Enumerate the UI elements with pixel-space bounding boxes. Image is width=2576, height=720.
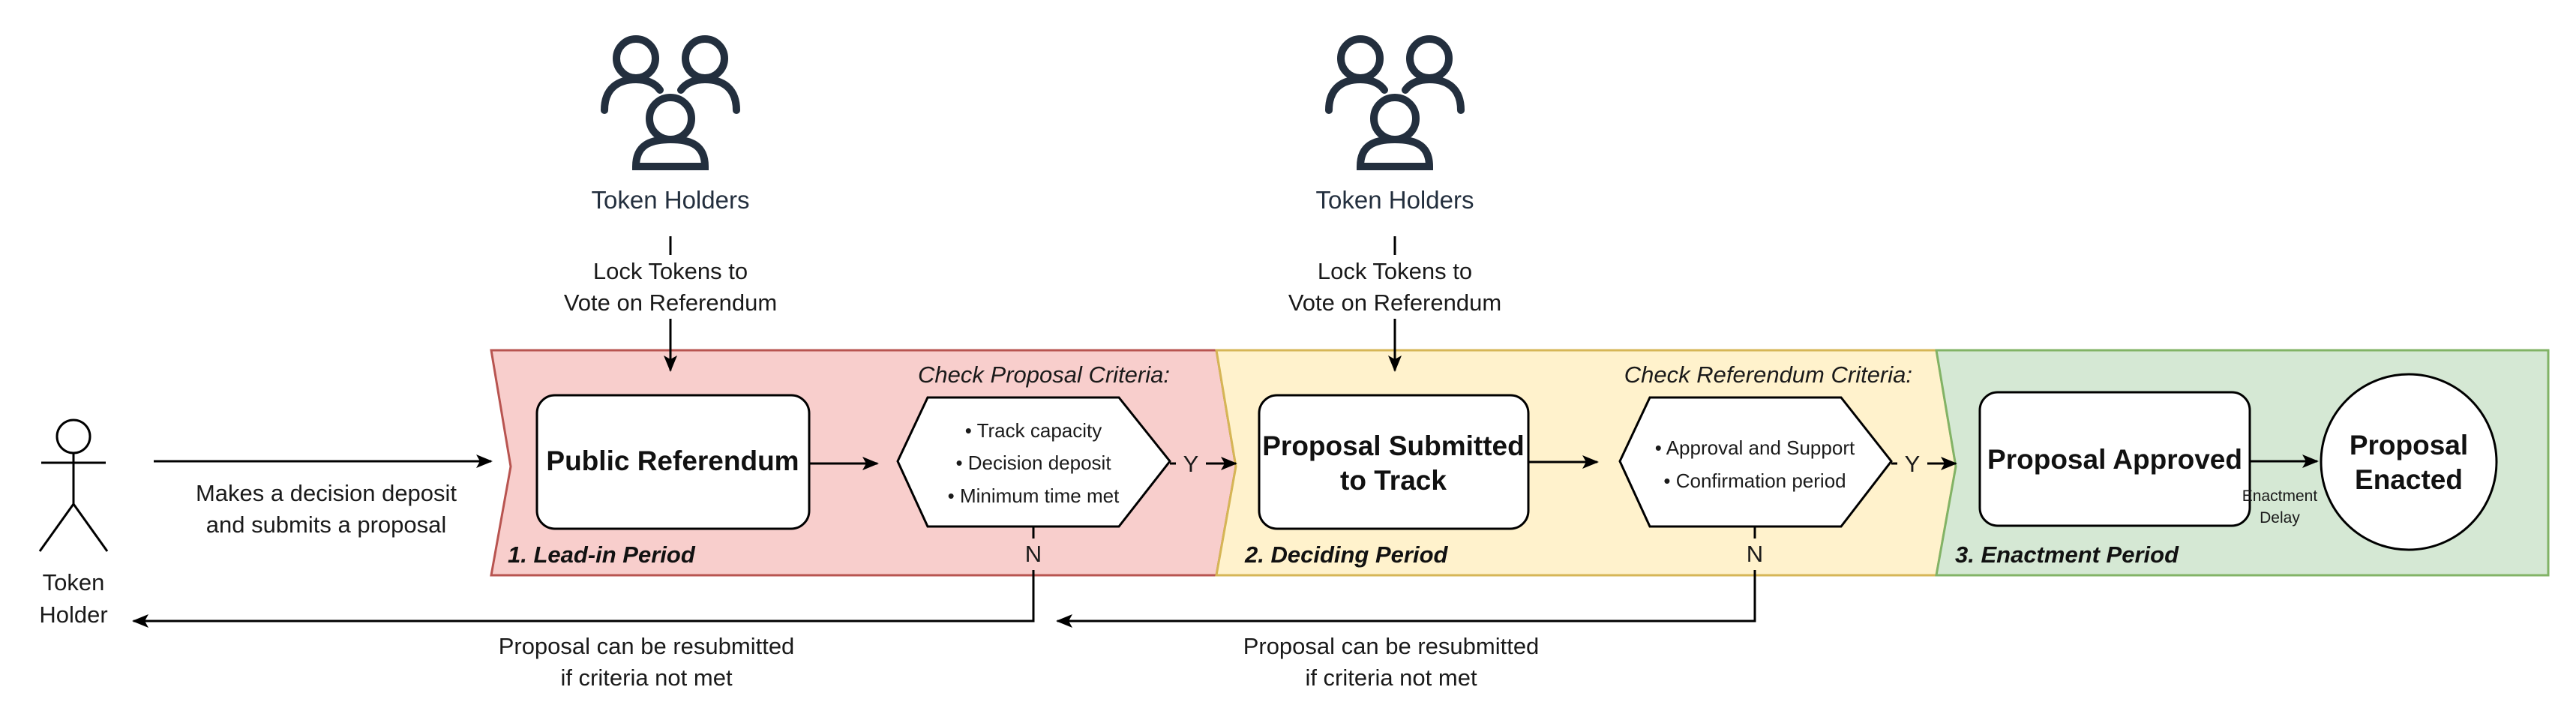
proposal-criteria-item-1: • Track capacity — [965, 419, 1102, 442]
actor-label-line1: Token — [43, 569, 105, 596]
resubmit-note-2-line2: if criteria not met — [1305, 664, 1477, 691]
no-branch-2-label: N — [1747, 541, 1763, 567]
token-holders-label-1: Token Holders — [592, 186, 750, 214]
proposal-enacted-circle: Proposal Enacted — [2320, 373, 2498, 551]
token-holders-label-2: Token Holders — [1316, 186, 1474, 214]
proposal-submitted-line2: to Track — [1340, 465, 1447, 496]
lock-tokens-2-line1: Lock Tokens to — [1318, 258, 1472, 284]
submit-note-line1: Makes a decision deposit — [196, 480, 457, 506]
proposal-criteria-item-2: • Decision deposit — [955, 452, 1111, 474]
referendum-criteria-item-1: • Approval and Support — [1655, 436, 1855, 459]
enactment-delay-line2: Delay — [2260, 509, 2300, 526]
users-group-icon — [601, 35, 740, 170]
resubmit-note-2-line1: Proposal can be resubmitted — [1243, 633, 1540, 659]
phase-enactment-label: 3. Enactment Period — [1955, 542, 2179, 568]
resubmit-note-1-line1: Proposal can be resubmitted — [499, 633, 795, 659]
phase-deciding-label: 2. Deciding Period — [1244, 542, 1449, 568]
lock-tokens-1-line1: Lock Tokens to — [593, 258, 748, 284]
submit-note-line2: and submits a proposal — [206, 512, 447, 538]
proposal-criteria-title: Check Proposal Criteria: — [918, 362, 1170, 388]
no-branch-1-arrow — [132, 570, 1035, 628]
lock-tokens-2-line2: Vote on Referendum — [1288, 290, 1501, 316]
referendum-criteria-title: Check Referendum Criteria: — [1624, 362, 1912, 388]
proposal-criteria-item-3: • Minimum time met — [948, 484, 1120, 507]
proposal-enacted-line1: Proposal — [2350, 430, 2468, 460]
no-branch-1-label: N — [1025, 541, 1042, 567]
yes-branch-1-label: Y — [1183, 451, 1199, 477]
phase-lead-in-label: 1. Lead-in Period — [508, 542, 696, 568]
proposal-approved-box: Proposal Approved — [1978, 391, 2251, 527]
proposal-criteria-hexagon: • Track capacity • Decision deposit • Mi… — [896, 396, 1171, 528]
proposal-submitted-box: Proposal Submitted to Track — [1258, 394, 1530, 530]
token-holder-actor: Token Holder — [38, 418, 109, 628]
no-branch-2-arrow — [1056, 570, 1756, 628]
actor-label-line2: Holder — [39, 602, 107, 628]
yes-branch-2-label: Y — [1905, 451, 1921, 477]
resubmit-note-1-line2: if criteria not met — [560, 664, 733, 691]
referendum-criteria-hexagon: • Approval and Support • Confirmation pe… — [1618, 396, 1893, 528]
proposal-enacted-line2: Enacted — [2355, 464, 2463, 495]
referendum-criteria-item-2: • Confirmation period — [1663, 470, 1846, 492]
token-holders-group-1: Token Holders Lock Tokens to Vote on Ref… — [564, 35, 777, 372]
users-group-icon — [1325, 35, 1465, 170]
public-referendum-label: Public Referendum — [546, 446, 799, 476]
enactment-delay-line1: Enactment — [2242, 488, 2318, 505]
lock-tokens-1-line2: Vote on Referendum — [564, 290, 777, 316]
stick-figure-icon — [38, 418, 109, 552]
public-referendum-box: Public Referendum — [535, 394, 811, 530]
token-holders-group-2: Token Holders Lock Tokens to Vote on Ref… — [1288, 35, 1501, 372]
proposal-approved-label: Proposal Approved — [1987, 444, 2242, 475]
proposal-submitted-line1: Proposal Submitted — [1262, 430, 1524, 461]
